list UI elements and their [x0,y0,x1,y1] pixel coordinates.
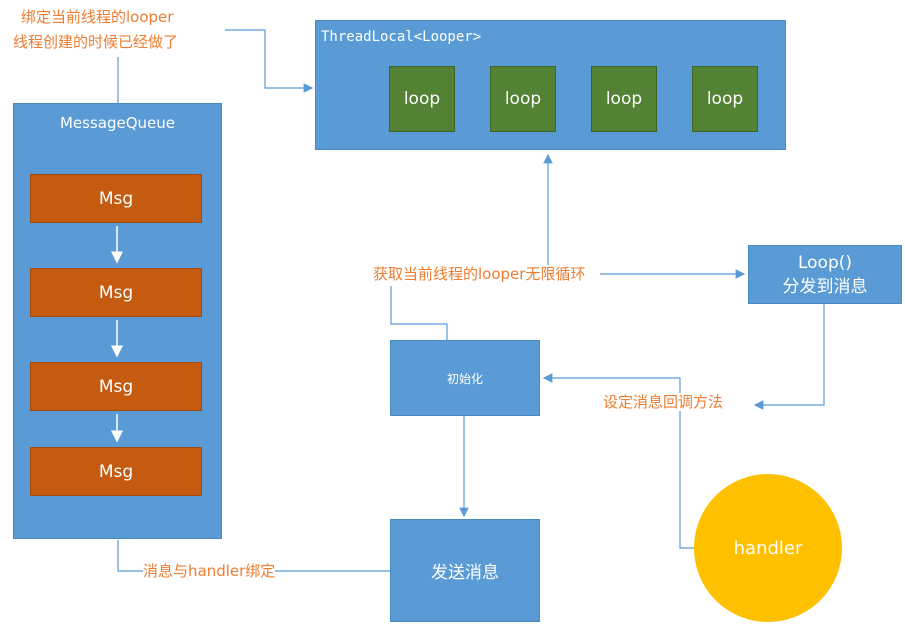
label-bind-looper-line1: 绑定当前线程的looper [21,8,174,26]
label-bind-looper-line2: 线程创建的时候已经做了 [13,33,179,51]
loop-dispatch-box: Loop() 分发到消息 [748,245,902,304]
arrow-loop-callback [753,304,825,410]
handler-circle: handler [694,474,842,622]
loop-dispatch-line1: Loop() [797,252,853,273]
loop-item-1: loop [389,66,455,132]
loop-item-2: loop [490,66,556,132]
loop-item-3: loop [591,66,657,132]
msg-item-1: Msg [30,174,202,223]
msg-item-2: Msg [30,268,202,317]
line-init-label [390,286,448,340]
label-set-callback: 设定消息回调方法 [603,393,724,411]
msg-item-3: Msg [30,362,202,411]
loop-dispatch-line2: 分发到消息 [782,276,868,297]
arrow-handler-init [542,373,694,549]
threadlocal-title: ThreadLocal<Looper> [321,29,482,45]
init-box: 初始化 [390,340,540,416]
message-queue-title: MessageQueue [59,114,176,132]
msg-item-4: Msg [30,447,202,496]
loop-item-4: loop [692,66,758,132]
arrow-bind-threadlocal [225,29,314,93]
line-send-queue [117,540,390,572]
send-message-box: 发送消息 [390,519,540,622]
label-get-looper: 获取当前线程的looper无限循环 [373,265,586,283]
label-msg-handler-bind: 消息与handler绑定 [143,562,276,580]
